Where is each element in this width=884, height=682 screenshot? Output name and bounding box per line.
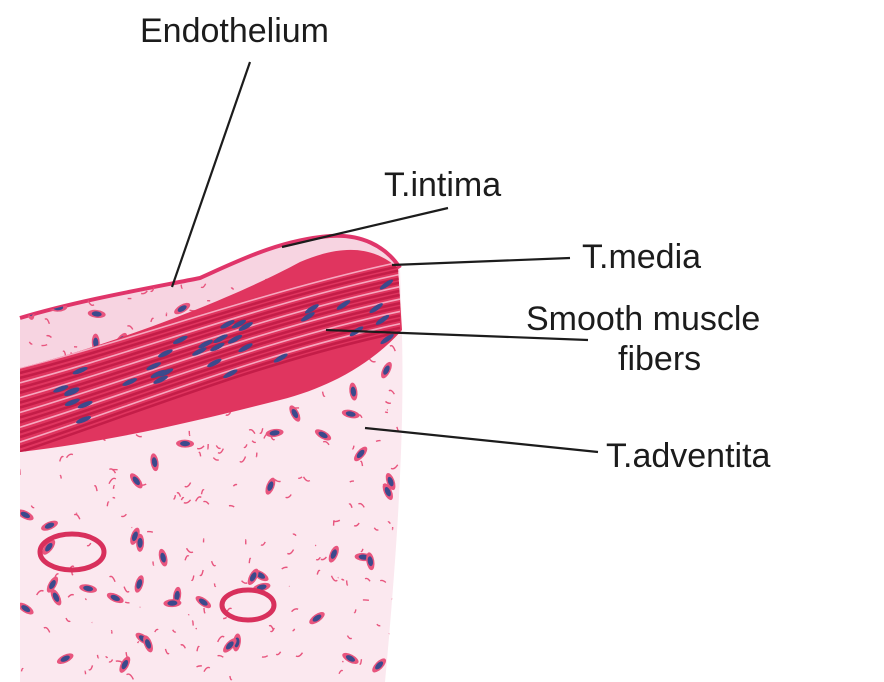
- label-smooth-muscle-line2: fibers: [618, 340, 701, 378]
- connective-fiber: [389, 634, 393, 638]
- connective-fiber: [125, 602, 129, 603]
- label-t-media: T.media: [582, 238, 701, 276]
- connective-fiber: [402, 451, 408, 452]
- connective-fiber: [84, 281, 89, 287]
- connective-fiber: [192, 621, 193, 626]
- connective-fiber: [393, 668, 396, 673]
- connective-fiber: [79, 290, 85, 295]
- label-t-adventita: T.adventita: [606, 437, 771, 475]
- connective-fiber: [147, 532, 153, 533]
- tissue-block: [16, 236, 409, 682]
- endothelium-leader: [172, 62, 250, 287]
- t-media-leader: [392, 258, 570, 265]
- connective-fiber: [392, 596, 398, 599]
- connective-fiber: [19, 469, 20, 475]
- connective-fiber: [71, 285, 74, 289]
- label-endothelium: Endothelium: [140, 12, 329, 50]
- label-smooth-muscle-line1: Smooth muscle: [526, 300, 760, 338]
- label-t-intima: T.intima: [384, 166, 501, 204]
- connective-fiber: [385, 412, 388, 413]
